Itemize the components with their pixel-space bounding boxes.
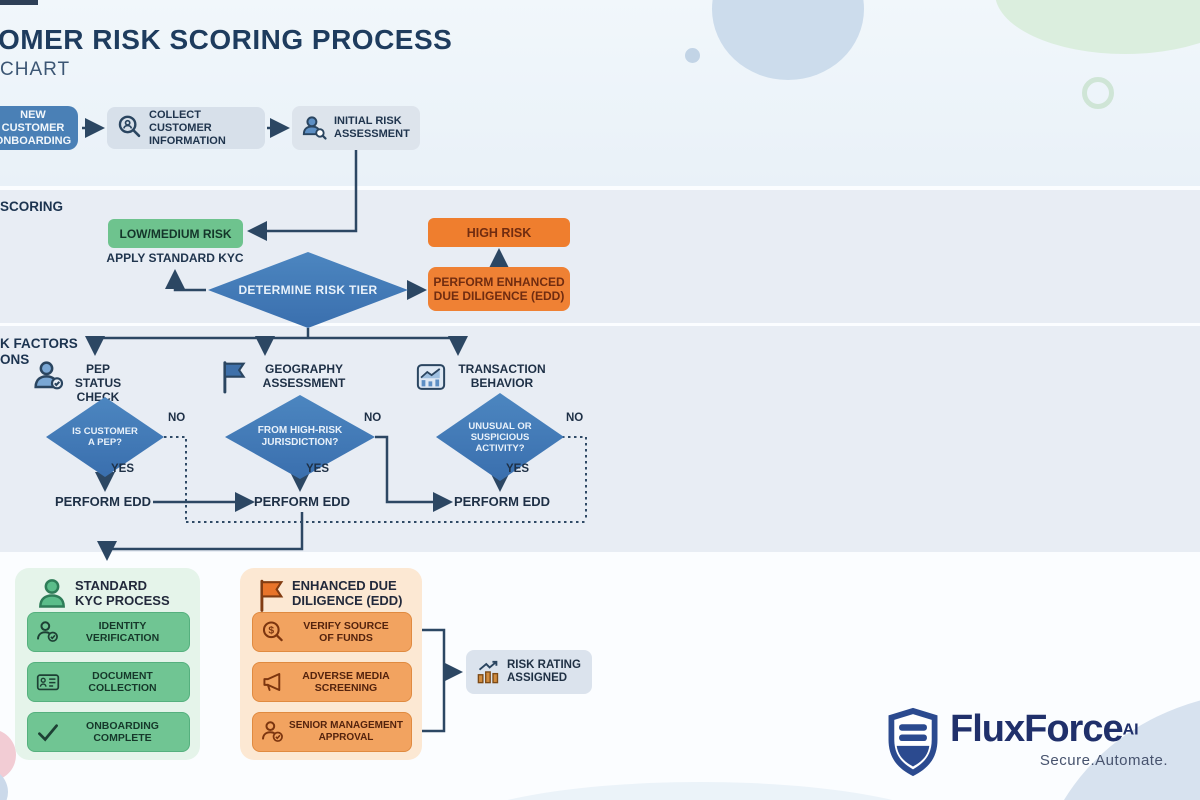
initial-label-line1: INITIAL RISK — [334, 115, 402, 127]
arrow-edd2-to-kyc-panel — [97, 512, 304, 561]
initial-label-line2: ASSESSMENT — [334, 128, 410, 140]
document-collection-item: DOCUMENT COLLECTION — [27, 662, 190, 702]
chart-trend-icon — [416, 361, 446, 393]
edd-panel-title-line1: ENHANCED DUE — [292, 578, 397, 593]
person-check-icon — [36, 620, 60, 644]
megaphone-icon — [261, 670, 285, 694]
new-customer-onboarding-box: NEW CUSTOMER ONBOARDING — [0, 106, 78, 150]
perform-edd-line1: PERFORM ENHANCED — [433, 275, 565, 289]
geo-yes-label: YES — [306, 463, 330, 475]
pep-perform-edd-label: PERFORM EDD — [54, 494, 152, 509]
flag-icon — [220, 359, 246, 394]
risk-rating-assigned-box: RISK RATING ASSIGNED — [466, 650, 592, 694]
onboarding-complete-item: ONBOARDING COMPLETE — [27, 712, 190, 752]
standard-kyc-panel: STANDARD KYC PROCESS IDENTITY VERIFICATI… — [15, 568, 200, 760]
arrow-initial-to-lowmedium — [247, 150, 358, 241]
person-green-icon — [37, 578, 67, 610]
person-approve-icon — [261, 720, 285, 744]
dotted-no-pep — [164, 436, 187, 521]
background-top-band — [0, 0, 1200, 186]
svg-text:$: $ — [268, 626, 274, 637]
initial-risk-assessment-box: INITIAL RISK ASSESSMENT — [292, 106, 420, 150]
bar-chart-trend-icon — [475, 659, 502, 686]
checkmark-icon — [36, 720, 60, 744]
kyc-panel-title-line1: STANDARD — [75, 578, 147, 593]
person-badge-icon — [34, 360, 64, 394]
background-factors-band — [0, 326, 1200, 552]
txn-yes-label: YES — [506, 463, 530, 475]
onboarding-label-line1: NEW CUSTOMER — [1, 108, 65, 134]
section-label-scoring: SCORING — [0, 199, 64, 214]
edd-panel-title-line2: DILIGENCE (EDD) — [292, 593, 403, 608]
risk-rating-line2: ASSIGNED — [507, 672, 568, 684]
pep-yes-label: YES — [111, 463, 135, 475]
txn-perform-edd-label: PERFORM EDD — [453, 494, 551, 509]
shield-icon — [884, 706, 942, 778]
low-medium-risk-box: LOW/MEDIUM RISK — [108, 219, 243, 248]
brand-tagline: Secure.Automate. — [1039, 752, 1168, 769]
identity-verification-item: IDENTITY VERIFICATION — [27, 612, 190, 652]
edd-panel: ENHANCED DUE DILIGENCE (EDD) $ VERIFY SO… — [240, 568, 422, 760]
onboarding-label-line2: ONBOARDING — [0, 134, 72, 147]
background-scoring-band — [0, 190, 1200, 323]
collect-label-line2: INFORMATION — [149, 134, 226, 147]
risk-rating-line1: RISK RATING — [507, 659, 581, 671]
geography-assessment-title: GEOGRAPHY ASSESSMENT — [262, 362, 346, 390]
flag-orange-icon — [256, 578, 284, 612]
person-search-icon — [302, 115, 328, 141]
high-risk-label: HIGH RISK — [466, 225, 532, 240]
txn-no-label: NO — [566, 412, 584, 424]
verify-source-item: $ VERIFY SOURCE OF FUNDS — [252, 612, 412, 652]
page-title: OMER RISK SCORING PROCESS — [0, 24, 453, 55]
arrow-geo-no-path — [375, 435, 453, 512]
arrow-diamond-to-applykyc — [165, 269, 206, 292]
senior-approval-item: SENIOR MANAGEMENT APPROVAL — [252, 712, 412, 752]
brand-name: FluxForce — [950, 708, 1124, 750]
geo-no-label: NO — [364, 412, 382, 424]
pep-status-check-title: PEP STATUS CHECK — [74, 362, 122, 404]
transaction-behavior-title: TRANSACTION BEHAVIOR — [458, 362, 546, 390]
collect-customer-info-box: COLLECT CUSTOMER INFORMATION — [107, 107, 265, 149]
apply-standard-kyc-label: APPLY STANDARD KYC — [106, 251, 244, 265]
decorative-pink-blob — [0, 729, 16, 781]
section-label-risk-factors: K FACTORS ONS — [0, 336, 78, 367]
dollar-magnifier-icon: $ — [261, 620, 285, 644]
perform-edd-box: PERFORM ENHANCED DUE DILIGENCE (EDD) — [428, 267, 570, 311]
perform-edd-line2: DUE DILIGENCE (EDD) — [433, 289, 565, 303]
page-subtitle: CHART — [0, 59, 71, 80]
brand-logo: FluxForceAI Secure.Automate. — [880, 700, 1180, 784]
geo-perform-edd-label: PERFORM EDD — [253, 494, 351, 509]
brand-superscript: AI — [1122, 721, 1139, 739]
adverse-media-item: ADVERSE MEDIA SCREENING — [252, 662, 412, 702]
low-medium-risk-label: LOW/MEDIUM RISK — [119, 226, 232, 241]
decorative-top-left-bar — [0, 0, 38, 5]
id-card-icon — [36, 670, 60, 694]
decorative-blue-dot — [685, 48, 700, 63]
collect-label-line1: COLLECT CUSTOMER — [149, 108, 212, 134]
high-risk-box: HIGH RISK — [428, 218, 570, 247]
decorative-green-ring — [1082, 77, 1114, 109]
decorative-blue-corner-blob — [0, 768, 8, 800]
pep-no-label: NO — [168, 412, 186, 424]
magnifier-person-icon — [117, 115, 143, 141]
kyc-panel-title-line2: KYC PROCESS — [75, 593, 170, 608]
dotted-no-txn — [562, 436, 587, 521]
